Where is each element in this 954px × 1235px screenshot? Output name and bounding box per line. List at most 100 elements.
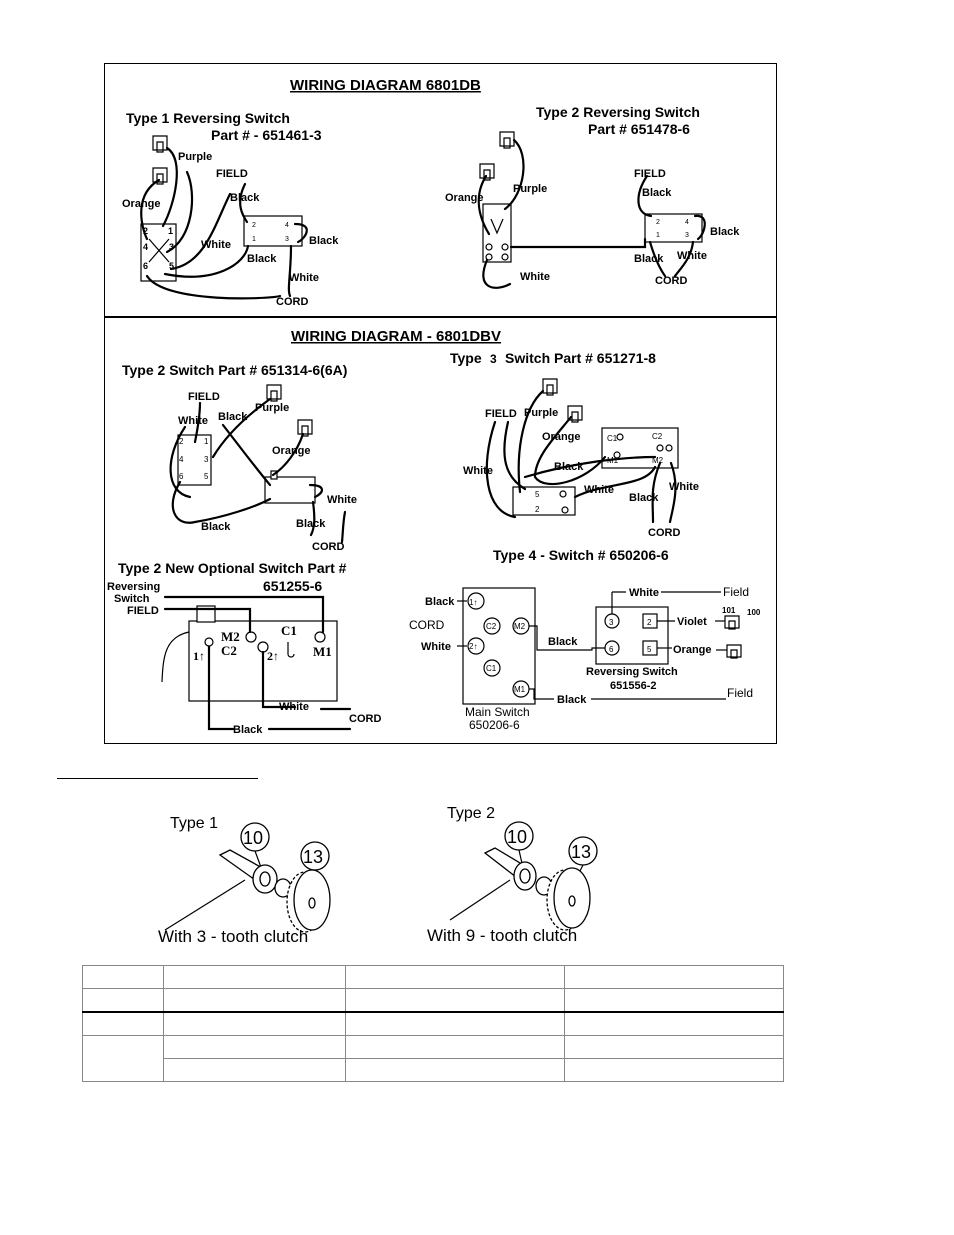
label-white: White [289, 272, 319, 284]
optional-switch-heading: Type 2 New Optional Switch Part # [118, 560, 347, 576]
label-black: Black [557, 694, 587, 706]
type3-heading-num: 3 [490, 352, 497, 366]
terminal-label: 2↑ [469, 642, 477, 651]
label-cord: CORD [655, 275, 687, 287]
terminal-label: M1 [514, 685, 526, 694]
terminal-label: 2 [647, 618, 652, 627]
type2-caption: With 9 - tooth clutch [427, 926, 577, 945]
table-cell [162, 1011, 346, 1036]
type2-gear-icon [546, 867, 591, 931]
optional-switch-part: 651255-6 [263, 578, 322, 594]
terminal-label: C2 [652, 432, 663, 441]
type4-heading: Type 4 - Switch # 650206-6 [493, 547, 669, 563]
label-orange: Orange [272, 445, 311, 457]
label-white: White [178, 415, 208, 427]
label-reversing: Reversing [107, 581, 160, 593]
parts-figure: Type 1 10 13 With 3 - tooth clutch Type … [145, 795, 605, 960]
table-cell [162, 965, 346, 989]
terminal-label: 1 [204, 437, 209, 446]
wiring-diagram-6801dbv: WIRING DIAGRAM - 6801DBV Type 2 Switch P… [107, 328, 761, 736]
terminal-label: 5 [204, 472, 209, 481]
label-white: White [520, 271, 550, 283]
parts-figure-svg: Type 1 10 13 With 3 - tooth clutch Type … [158, 805, 598, 946]
table-cell [344, 1058, 566, 1082]
callout-label: 10 [507, 827, 527, 847]
label-cord: CORD [349, 713, 381, 725]
terminal-label: 5 [535, 490, 540, 499]
diagram-title: WIRING DIAGRAM 6801DB [290, 77, 481, 94]
terminal-label: 2 [252, 222, 256, 229]
connector-purple [266, 384, 282, 402]
terminal-label: 1 [168, 226, 173, 236]
terminal-c1: C1 [281, 623, 297, 638]
table-row [82, 1011, 784, 1036]
type3-main-switch [601, 427, 679, 469]
table-cell [564, 965, 784, 989]
label-black: Black [634, 253, 664, 265]
orange-connector [726, 644, 742, 659]
label-orange: Orange [542, 431, 581, 443]
terminal-label: 6 [143, 261, 148, 271]
label-black: Black [201, 521, 231, 533]
terminal-label: 4 [143, 242, 148, 252]
type2-reversing-switch [644, 213, 703, 243]
label-black: Black [218, 411, 248, 423]
wiring-diagram-6801db-panel: WIRING DIAGRAM 6801DB Type 1 Reversing S… [104, 63, 777, 318]
table-row [82, 965, 784, 989]
terminal-label: 2 [535, 505, 540, 514]
table-cell [344, 988, 566, 1013]
terminal-label: 6 [179, 472, 184, 481]
label-black: Black [642, 187, 672, 199]
table-cell [344, 965, 566, 989]
main-switch-part: 650206-6 [469, 718, 520, 732]
type1-label: Type 1 [170, 815, 218, 832]
connector-purple [542, 378, 558, 396]
label-cord: CORD [312, 541, 344, 553]
main-switch-label: Main Switch [465, 705, 530, 719]
table-cell [564, 1011, 784, 1036]
terminal-2: 2↑ [267, 649, 279, 663]
label-100: 100 [747, 608, 761, 617]
type2-shaft-icon [483, 847, 537, 891]
main-switch-terminals: 1↑ C2 M2 2↑ C1 M1 [467, 592, 530, 698]
label-white: White [677, 250, 707, 262]
terminal-label: 3 [609, 618, 614, 627]
terminal-label: 3 [685, 232, 689, 239]
label-field: Field [723, 585, 749, 599]
label-black: Black [309, 235, 339, 247]
label-white: White [629, 587, 659, 599]
type2-label: Type 2 [447, 805, 495, 822]
terminal-label: 3 [204, 455, 209, 464]
terminal-label: C2 [486, 622, 497, 631]
terminal-c2: C2 [221, 643, 237, 658]
type1-connector-purple [152, 135, 168, 153]
terminal-label: 2 [143, 226, 148, 236]
terminal-label: C1 [607, 434, 618, 443]
label-purple: Purple [513, 183, 547, 195]
table-row [82, 1035, 784, 1082]
label-white: White [327, 494, 357, 506]
type3-heading-rest: Switch Part # 651271-8 [505, 350, 656, 366]
table-cell [162, 1035, 346, 1059]
table-cell [82, 1011, 164, 1036]
label-field: FIELD [188, 391, 220, 403]
table-cell [162, 988, 346, 1013]
table-cell [564, 1035, 784, 1059]
label-orange: Orange [673, 644, 712, 656]
type1-main-switch [140, 223, 177, 282]
label-purple: Purple [178, 151, 212, 163]
terminal-label: M2 [652, 456, 664, 465]
parts-table [82, 965, 784, 1082]
terminal-label: 4 [179, 455, 184, 464]
label-field: FIELD [634, 168, 666, 180]
terminal-label: 4 [685, 219, 689, 226]
terminal-label: C1 [486, 664, 497, 673]
type3-heading-prefix: Type [450, 350, 482, 366]
type1-part: Part # - 651461-3 [211, 127, 322, 143]
type1-reversing-switch [243, 215, 303, 247]
terminal-label: 2 [179, 437, 184, 446]
table-row [82, 988, 784, 1013]
label-purple: Purple [524, 407, 558, 419]
type1-connector-orange [152, 167, 168, 185]
terminal-label: 1 [252, 236, 256, 243]
